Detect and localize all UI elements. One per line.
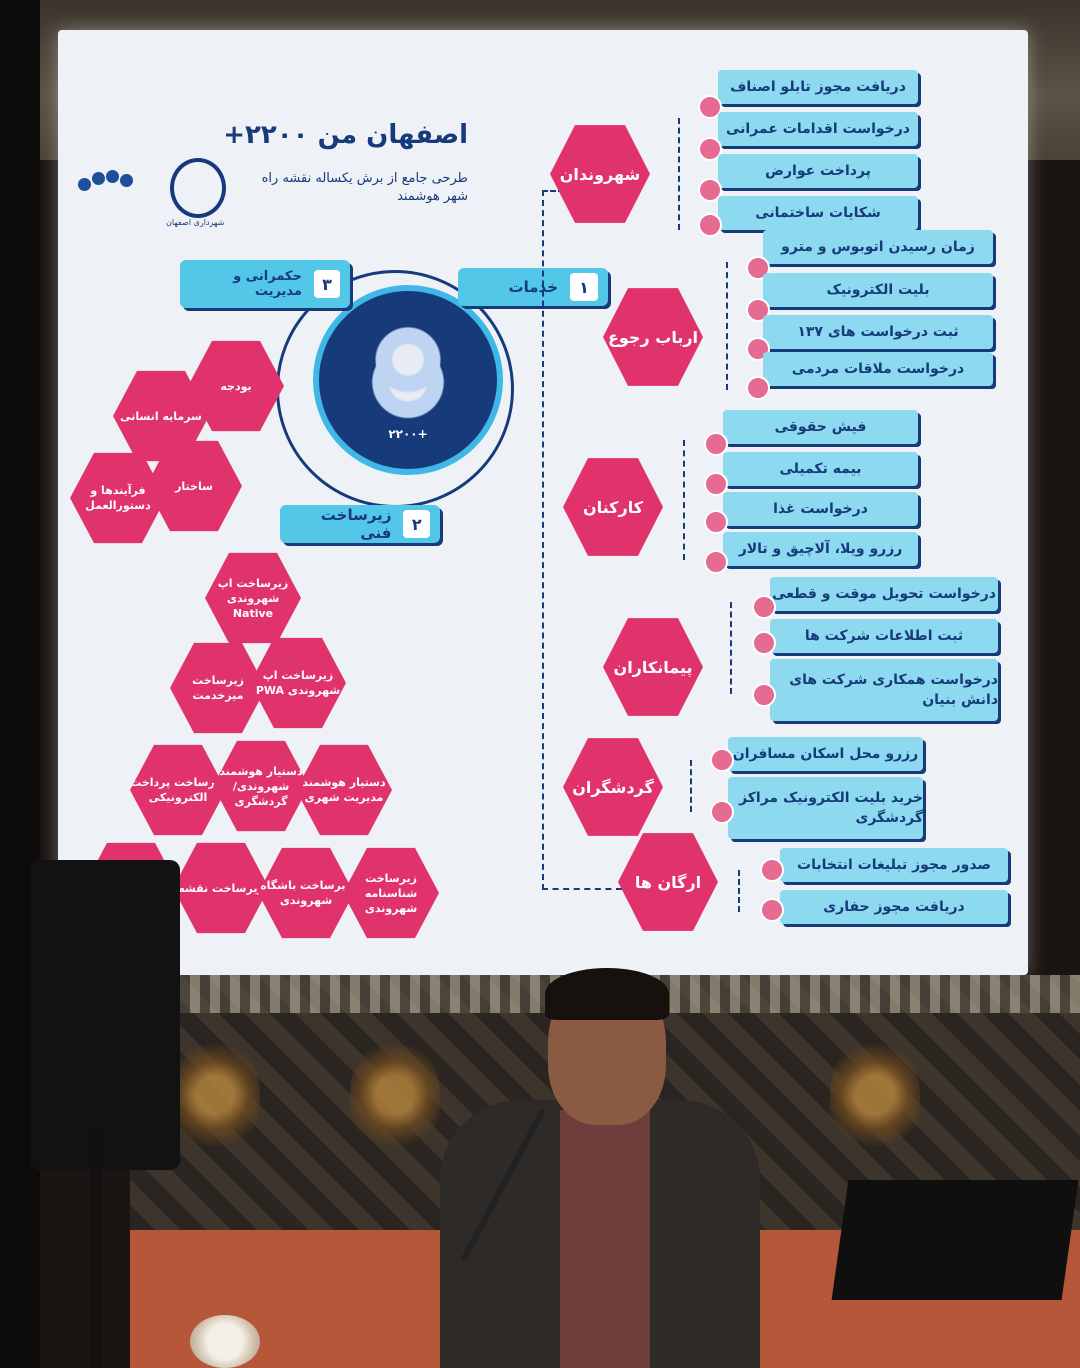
ornament-icon <box>350 1035 440 1155</box>
group-bracket <box>738 870 740 912</box>
service-item: خرید بلیت الکترونیک مراکز گردشگری <box>728 777 923 839</box>
tag-number: ۳ <box>313 270 340 298</box>
bullet-icon <box>704 432 728 456</box>
service-item: بلیت الکترونیک <box>763 273 993 307</box>
ornament-icon <box>830 1035 920 1155</box>
infrastructure-hex: زیرساخت شناسنامه شهروندی <box>343 847 439 939</box>
service-item: دریافت مجوز تابلو اصناف <box>718 70 918 104</box>
group-bracket <box>690 760 692 812</box>
infrastructure-hex: زیرساخت میزخدمت <box>170 642 266 734</box>
bullet-icon <box>698 213 722 237</box>
speaker-shirt <box>560 1110 650 1368</box>
group-bracket <box>683 440 685 560</box>
tag-governance: ۳ حکمرانی و مدیریت <box>180 260 350 308</box>
group-bracket <box>726 262 728 390</box>
bullet-icon <box>760 898 784 922</box>
service-item: رزرو محل اسکان مسافران <box>728 737 923 771</box>
bullet-icon <box>698 95 722 119</box>
group-bracket <box>730 602 732 694</box>
service-item: دریافت مجوز حفاری <box>780 890 1008 924</box>
service-item: فیش حقوقی <box>723 410 918 444</box>
service-item: درخواست اقدامات عمرانی <box>718 112 918 146</box>
tag-number: ۲ <box>403 510 430 538</box>
loudspeaker <box>831 1180 1079 1300</box>
bullet-icon <box>704 550 728 574</box>
tag-services: ۱ خدمات <box>458 268 608 306</box>
infrastructure-hex: زیرساخت اپ شهروندی PWA <box>250 637 346 729</box>
bullet-icon <box>746 376 770 400</box>
group-hex-contractors: پیمانکاران <box>603 618 703 716</box>
infrastructure-hex: زیرساخت پرداخت الکترونیکی <box>130 744 226 836</box>
bullet-icon <box>710 800 734 824</box>
tag-label: خدمات <box>508 278 558 296</box>
service-item: صدور مجوز تبلیغات انتخابات <box>780 848 1008 882</box>
tripod <box>90 1130 102 1368</box>
service-item: درخواست غذا <box>723 492 918 526</box>
service-item: پرداخت عوارض <box>718 154 918 188</box>
tag-label: حکمرانی و مدیریت <box>233 269 302 299</box>
logo-caption: شهرداری اصفهان <box>166 218 225 227</box>
service-item: درخواست ملاقات مردمی <box>763 352 993 386</box>
infrastructure-hex: زیرساخت باشگاه شهروندی <box>258 847 354 939</box>
service-item: رزرو ویلا، آلاچیق و تالار <box>723 532 918 566</box>
branch-line <box>542 888 622 890</box>
flower-bouquet <box>190 1315 260 1368</box>
bullet-icon <box>752 683 776 707</box>
group-hex-citizens: شهروندان <box>550 125 650 223</box>
bullet-icon <box>752 631 776 655</box>
speaker-hair <box>545 968 669 1020</box>
infrastructure-hex: زیرساخت نقشه <box>173 842 269 934</box>
center-emblem: ۲۲۰۰+ <box>313 285 503 475</box>
ornament-icon <box>170 1035 260 1155</box>
video-camera-icon <box>30 860 180 1170</box>
service-item: ثبت درخواست های ۱۳۷ <box>763 315 993 349</box>
group-bracket <box>678 118 680 230</box>
tag-infrastructure: ۲ زیرساخت فنی <box>280 505 440 543</box>
group-hex-staff: کارکنان <box>563 458 663 556</box>
trunk-line <box>542 190 544 890</box>
tag-number: ۱ <box>570 273 598 301</box>
center-label: ۲۲۰۰+ <box>388 427 428 441</box>
service-item: درخواست همکاری شرکت های دانش بنیان <box>770 659 998 721</box>
bullet-icon <box>760 858 784 882</box>
branch-line <box>542 190 572 192</box>
infrastructure-hex: زیرساخت اپ شهروندی Native <box>205 552 301 644</box>
tag-label: زیرساخت فنی <box>320 506 392 542</box>
bullet-icon <box>704 510 728 534</box>
municipality-logo-icon <box>170 158 226 218</box>
service-item: زمان رسیدن اتوبوس و مترو <box>763 230 993 264</box>
service-item: درخواست تحویل موقت و قطعی <box>770 577 998 611</box>
service-item: بیمه تکمیلی <box>723 452 918 486</box>
infrastructure-hex: دستیار هوشمند مدیریت شهری <box>296 744 392 836</box>
group-hex-tourists: گردشگران <box>563 738 663 836</box>
infrastructure-hex: دستیار هوشمند شهروندی/گردشگری <box>213 740 309 832</box>
service-item: ثبت اطلاعات شرکت ها <box>770 619 998 653</box>
bullet-icon <box>710 748 734 772</box>
governance-hex: فرآیندها و دستورالعمل <box>70 452 166 544</box>
slide-subtitle: طرحی جامع از برش یکساله نقشه راه شهر هوش… <box>261 171 468 204</box>
service-item: شکایات ساختمانی <box>718 196 918 230</box>
flower-icon <box>359 315 457 427</box>
bullet-icon <box>752 595 776 619</box>
group-hex-organizations: ارگان ها <box>618 833 718 931</box>
slide-title: اصفهان من ۲۲۰۰+ <box>223 120 468 150</box>
group-hex-clients: ارباب رجوع <box>603 288 703 386</box>
projection-screen: اصفهان من ۲۲۰۰+ طرحی جامع از برش یکساله … <box>58 30 1028 975</box>
partner-logo-icon <box>78 168 134 198</box>
